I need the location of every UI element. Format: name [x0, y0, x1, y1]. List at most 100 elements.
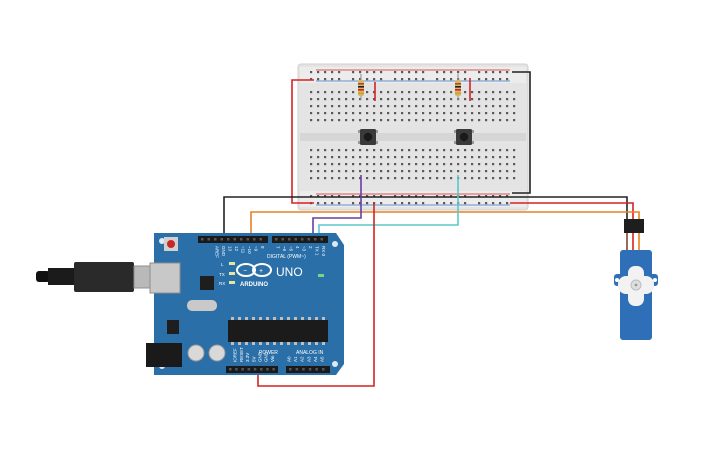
breadboard-hole[interactable]: [324, 177, 327, 180]
breadboard-hole[interactable]: [506, 170, 509, 173]
breadboard-hole[interactable]: [373, 119, 376, 122]
breadboard-hole[interactable]: [338, 163, 341, 166]
breadboard-hole[interactable]: [408, 149, 411, 152]
breadboard-hole[interactable]: [345, 91, 348, 94]
breadboard-hole[interactable]: [513, 91, 516, 94]
breadboard-hole[interactable]: [422, 91, 425, 94]
breadboard-hole[interactable]: [373, 112, 376, 115]
breadboard-hole[interactable]: [366, 202, 369, 205]
breadboard-hole[interactable]: [499, 98, 502, 101]
breadboard-hole[interactable]: [429, 119, 432, 122]
breadboard-hole[interactable]: [387, 91, 390, 94]
breadboard-hole[interactable]: [366, 177, 369, 180]
breadboard-hole[interactable]: [436, 71, 439, 74]
breadboard-hole[interactable]: [485, 112, 488, 115]
breadboard-hole[interactable]: [324, 170, 327, 173]
breadboard-hole[interactable]: [310, 163, 313, 166]
breadboard-hole[interactable]: [373, 177, 376, 180]
breadboard-hole[interactable]: [359, 202, 362, 205]
breadboard-hole[interactable]: [366, 156, 369, 159]
breadboard-hole[interactable]: [352, 202, 355, 205]
breadboard-hole[interactable]: [394, 149, 397, 152]
breadboard-hole[interactable]: [401, 156, 404, 159]
breadboard-hole[interactable]: [373, 78, 376, 81]
breadboard-hole[interactable]: [436, 78, 439, 81]
breadboard-hole[interactable]: [366, 195, 369, 198]
breadboard-hole[interactable]: [492, 163, 495, 166]
header-pin[interactable]: [227, 238, 230, 241]
breadboard-hole[interactable]: [415, 119, 418, 122]
header-pin[interactable]: [207, 238, 211, 241]
breadboard-hole[interactable]: [359, 71, 362, 74]
breadboard-hole[interactable]: [457, 149, 460, 152]
header-pin[interactable]: [289, 368, 292, 371]
breadboard-hole[interactable]: [464, 105, 467, 108]
breadboard-hole[interactable]: [422, 177, 425, 180]
breadboard-hole[interactable]: [366, 105, 369, 108]
breadboard-hole[interactable]: [373, 105, 376, 108]
analog-header[interactable]: [286, 366, 330, 373]
breadboard-hole[interactable]: [436, 112, 439, 115]
breadboard-hole[interactable]: [380, 202, 383, 205]
breadboard-hole[interactable]: [359, 98, 362, 101]
breadboard-hole[interactable]: [401, 202, 404, 205]
breadboard-hole[interactable]: [429, 98, 432, 101]
header-pin[interactable]: [308, 368, 312, 371]
breadboard-hole[interactable]: [317, 163, 320, 166]
breadboard-hole[interactable]: [415, 149, 418, 152]
breadboard-hole[interactable]: [317, 105, 320, 108]
breadboard-hole[interactable]: [485, 98, 488, 101]
breadboard-hole[interactable]: [394, 105, 397, 108]
breadboard-hole[interactable]: [310, 156, 313, 159]
breadboard-hole[interactable]: [394, 177, 397, 180]
breadboard-hole[interactable]: [443, 163, 446, 166]
breadboard-hole[interactable]: [422, 163, 425, 166]
breadboard-hole[interactable]: [331, 78, 334, 81]
breadboard-hole[interactable]: [415, 177, 418, 180]
breadboard-hole[interactable]: [324, 149, 327, 152]
breadboard-hole[interactable]: [429, 149, 432, 152]
breadboard-hole[interactable]: [499, 119, 502, 122]
breadboard-hole[interactable]: [352, 112, 355, 115]
breadboard-hole[interactable]: [415, 163, 418, 166]
breadboard-hole[interactable]: [443, 195, 446, 198]
breadboard-hole[interactable]: [429, 163, 432, 166]
breadboard-hole[interactable]: [324, 119, 327, 122]
breadboard-hole[interactable]: [492, 202, 495, 205]
breadboard-hole[interactable]: [499, 195, 502, 198]
breadboard-hole[interactable]: [317, 71, 320, 74]
breadboard-hole[interactable]: [450, 163, 453, 166]
breadboard-hole[interactable]: [471, 170, 474, 173]
breadboard-hole[interactable]: [464, 78, 467, 81]
breadboard-hole[interactable]: [338, 78, 341, 81]
breadboard-hole[interactable]: [324, 163, 327, 166]
header-pin[interactable]: [302, 368, 305, 371]
breadboard-hole[interactable]: [338, 177, 341, 180]
breadboard-hole[interactable]: [394, 71, 397, 74]
breadboard-hole[interactable]: [450, 202, 453, 205]
breadboard-hole[interactable]: [366, 98, 369, 101]
breadboard-hole[interactable]: [310, 119, 313, 122]
breadboard-hole[interactable]: [506, 112, 509, 115]
breadboard-hole[interactable]: [492, 78, 495, 81]
header-pin[interactable]: [240, 238, 243, 241]
breadboard-hole[interactable]: [345, 170, 348, 173]
breadboard-hole[interactable]: [345, 112, 348, 115]
breadboard-hole[interactable]: [310, 71, 313, 74]
breadboard-hole[interactable]: [485, 202, 488, 205]
header-pin[interactable]: [314, 238, 317, 241]
breadboard-hole[interactable]: [492, 156, 495, 159]
breadboard-hole[interactable]: [513, 112, 516, 115]
breadboard-hole[interactable]: [380, 156, 383, 159]
breadboard-hole[interactable]: [408, 170, 411, 173]
header-pin[interactable]: [275, 238, 278, 241]
breadboard-hole[interactable]: [401, 71, 404, 74]
breadboard-hole[interactable]: [436, 149, 439, 152]
breadboard-hole[interactable]: [338, 98, 341, 101]
breadboard-hole[interactable]: [422, 98, 425, 101]
breadboard-hole[interactable]: [331, 112, 334, 115]
breadboard-hole[interactable]: [436, 170, 439, 173]
breadboard-hole[interactable]: [338, 119, 341, 122]
breadboard-hole[interactable]: [352, 170, 355, 173]
breadboard-hole[interactable]: [429, 177, 432, 180]
